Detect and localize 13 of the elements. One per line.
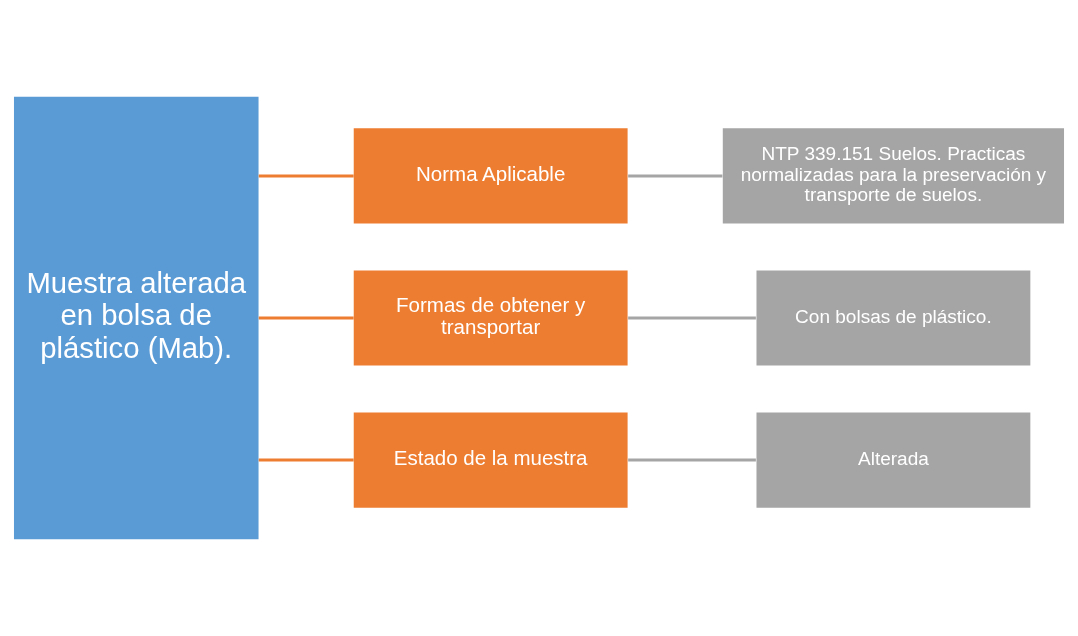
node-box: Alterada — [756, 412, 1031, 508]
connector — [258, 174, 354, 178]
node-box: Norma Aplicable — [353, 128, 628, 224]
connector — [628, 174, 723, 178]
node-box: Con bolsas de plástico. — [756, 270, 1031, 366]
connector — [628, 316, 756, 320]
connector — [628, 458, 756, 462]
connector — [258, 458, 354, 462]
node-box: Estado de la muestra — [353, 412, 628, 508]
node-box: NTP 339.151 Suelos. Practicas normalizadas para la preservación y transporte de suelos. — [722, 128, 1065, 224]
node-box: Muestra alterada en bolsa de plástico (Mab). — [13, 96, 259, 540]
connector — [258, 316, 354, 320]
node-box: Formas de obtener y transportar — [353, 270, 628, 366]
